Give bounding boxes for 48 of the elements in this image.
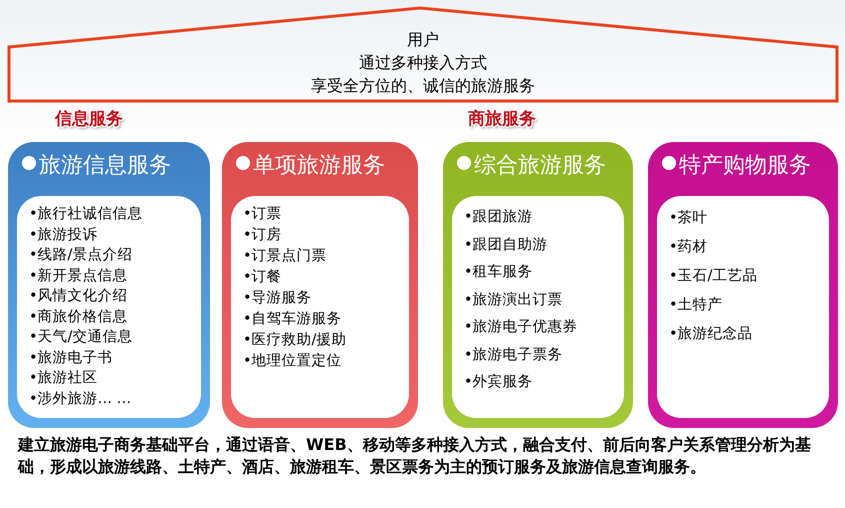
list-item: •旅游纪念品 — [669, 325, 753, 344]
list-item: •涉外旅游… … — [29, 390, 132, 408]
list-item: •旅行社诚信信息 — [29, 205, 143, 224]
card-heading: 旅游信息服务 — [22, 150, 171, 180]
roof-text: 用户 — [407, 29, 439, 51]
list-item: •新开景点信息 — [29, 266, 128, 286]
service-card — [648, 142, 838, 428]
list-item: •订票 — [243, 205, 282, 224]
roof-text: 享受全方位的、诚信的旅游服务 — [311, 75, 535, 97]
list-item: •跟团自助游 — [464, 236, 548, 254]
list-item: •地理位置定位 — [243, 352, 342, 371]
section-label: 商旅服务 — [468, 108, 536, 130]
list-panel — [657, 196, 829, 418]
list-panel — [17, 196, 201, 418]
list-item: •旅游社区 — [29, 369, 98, 388]
card-heading: 特产购物服务 — [662, 150, 811, 180]
list-item: •医疗救助/援助 — [243, 331, 346, 350]
list-item: •药材 — [669, 238, 708, 257]
roof-text: 通过多种接入方式 — [359, 52, 487, 74]
list-item: •天气/交通信息 — [29, 328, 132, 347]
list-item: •订餐 — [243, 268, 282, 287]
list-item: •外宾服务 — [464, 372, 533, 392]
list-panel — [231, 196, 409, 418]
caption: 建立旅游电子商务基础平台，通过语音、WEB、移动等多种接入方式，融合支付、前后向客户关系管理分析为基础，形成以旅游线路、土特产、酒店、旅游租车、景区票务为主的预订服务及旅游信息查询服务。 — [18, 434, 812, 478]
service-card — [443, 142, 633, 428]
list-item: •订景点门票 — [243, 246, 327, 266]
card-heading: 单项旅游服务 — [236, 150, 385, 180]
card-heading: 综合旅游服务 — [457, 150, 606, 180]
list-item: •旅游电子书 — [29, 348, 113, 368]
list-item: •旅游电子票务 — [464, 346, 563, 364]
list-item: •自驾车游服务 — [243, 310, 342, 329]
list-item: •旅游投诉 — [29, 226, 98, 244]
list-item: •商旅价格信息 — [29, 308, 128, 326]
section-label: 信息服务 — [55, 108, 123, 130]
list-item: •旅游演出订票 — [464, 290, 563, 310]
list-item: •线路/景点介绍 — [29, 246, 132, 265]
list-item: •玉石/工艺品 — [669, 267, 758, 286]
list-panel — [452, 196, 624, 418]
list-item: •茶叶 — [669, 209, 708, 228]
list-item: •风情文化介绍 — [29, 287, 128, 306]
list-item: •订房 — [243, 226, 282, 245]
list-item: •导游服务 — [243, 289, 312, 308]
list-item: •土特产 — [669, 296, 723, 315]
service-card — [222, 142, 418, 428]
list-item: •旅游电子优惠券 — [464, 318, 578, 337]
service-card — [8, 142, 210, 428]
list-item: •租车服务 — [464, 263, 533, 282]
list-item: •跟团旅游 — [464, 208, 533, 227]
